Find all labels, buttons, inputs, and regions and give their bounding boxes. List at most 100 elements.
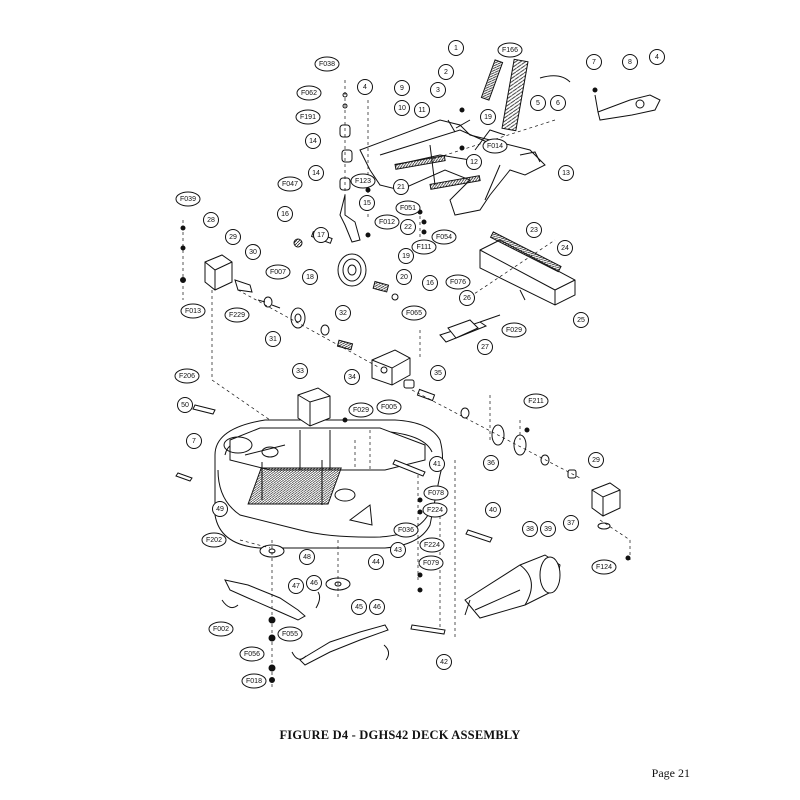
callout-text: 46: [310, 580, 318, 587]
callout-bubble: [357, 79, 373, 95]
shield-33: [297, 387, 331, 427]
callout-bubble: [374, 214, 400, 230]
callout-bubble: [265, 264, 291, 280]
callout-text: 44: [372, 559, 380, 566]
callout-F036: F036: [393, 522, 419, 538]
callout-text: 21: [397, 184, 405, 191]
callout-39: 39: [540, 521, 556, 537]
callout-text: F013: [185, 308, 201, 315]
deck-frame: [359, 119, 546, 216]
callout-F123: F123: [350, 173, 376, 189]
callout-F206: F206: [174, 368, 200, 384]
callout-1: 1: [448, 40, 464, 56]
callout-3: 3: [430, 82, 446, 98]
callout-text: 4: [363, 84, 367, 91]
callout-37: 37: [563, 515, 579, 531]
callout-bubble: [203, 212, 219, 228]
callout-20: 20: [396, 269, 412, 285]
callout-bubble: [306, 575, 322, 591]
callout-bubble: [497, 42, 523, 58]
callout-text: 29: [592, 457, 600, 464]
callout-bubble: [649, 49, 665, 65]
callout-F078: F078: [423, 485, 449, 501]
callout-bubble: [299, 549, 315, 565]
callout-text: 13: [562, 170, 570, 177]
callout-F224b: F224: [419, 537, 445, 553]
callout-bubble: [550, 95, 566, 111]
callout-bubble: [401, 305, 427, 321]
callout-text: 12: [470, 159, 478, 166]
callout-F039: F039: [175, 191, 201, 207]
callout-43: 43: [390, 542, 406, 558]
callout-31: 31: [265, 331, 281, 347]
callout-bubble: [422, 502, 448, 518]
callout-text: F202: [206, 537, 222, 544]
discharge-chute-38-39: [464, 554, 561, 619]
callout-F038: F038: [314, 56, 340, 72]
callout-text: 47: [292, 583, 300, 590]
callout-bubble: [396, 269, 412, 285]
callout-bubble: [277, 176, 303, 192]
callout-bubble: [344, 369, 360, 385]
callout-32: 32: [335, 305, 351, 321]
callout-text: F007: [270, 269, 286, 276]
callout-19a: 19: [480, 109, 496, 125]
callout-bubble: [241, 673, 267, 689]
callout-text: 20: [400, 274, 408, 281]
callout-text: 8: [628, 59, 632, 66]
callout-bubble: [430, 82, 446, 98]
callout-bubble: [586, 54, 602, 70]
callout-35: 35: [430, 365, 446, 381]
callout-bubble: [295, 109, 321, 125]
callout-41: 41: [429, 456, 445, 472]
callout-bubble: [308, 165, 324, 181]
callout-bubble: [174, 368, 200, 384]
callout-7b: 7: [186, 433, 202, 449]
callout-text: 14: [312, 170, 320, 177]
callout-text: 1: [454, 45, 458, 52]
callout-bubble: [175, 191, 201, 207]
callout-bubble: [522, 521, 538, 537]
callout-bubble: [431, 229, 457, 245]
callout-46b: 46: [369, 599, 385, 615]
spring-and-grip: [447, 58, 571, 133]
callout-text: 24: [561, 245, 569, 252]
callout-text: 29: [229, 234, 237, 241]
callout-text: 41: [433, 461, 441, 468]
callout-bubble: [292, 363, 308, 379]
callout-text: 37: [567, 520, 575, 527]
callout-bubble: [368, 554, 384, 570]
callout-text: 26: [463, 295, 471, 302]
center-gearbox-34: [371, 349, 415, 389]
callout-F013: F013: [180, 303, 206, 319]
callout-28: 28: [203, 212, 219, 228]
callout-bubble: [422, 275, 438, 291]
callout-text: 7: [592, 59, 596, 66]
callout-text: 4: [655, 54, 659, 61]
callout-text: 14: [309, 138, 317, 145]
lift-bracket-8: [594, 94, 661, 121]
callout-bubble: [418, 555, 444, 571]
callout-F051: F051: [395, 200, 421, 216]
callout-text: 30: [249, 249, 257, 256]
callout-bubble: [393, 522, 419, 538]
callout-text: 43: [394, 547, 402, 554]
callout-bubble: [390, 542, 406, 558]
callout-bubble: [398, 248, 414, 264]
callout-bubble: [394, 100, 410, 116]
callout-text: 36: [487, 460, 495, 467]
callout-text: F014: [487, 143, 503, 150]
callout-text: 46: [373, 604, 381, 611]
callout-19b: 19: [398, 248, 414, 264]
callout-text: 5: [536, 100, 540, 107]
callout-text: F054: [436, 234, 452, 241]
callout-text: 38: [526, 526, 534, 533]
callout-bubble: [177, 397, 193, 413]
callout-4b: 4: [357, 79, 373, 95]
callout-bubble: [573, 312, 589, 328]
callout-bubble: [369, 599, 385, 615]
callout-44: 44: [368, 554, 384, 570]
callout-27: 27: [477, 339, 493, 355]
callout-bubble: [359, 195, 375, 211]
